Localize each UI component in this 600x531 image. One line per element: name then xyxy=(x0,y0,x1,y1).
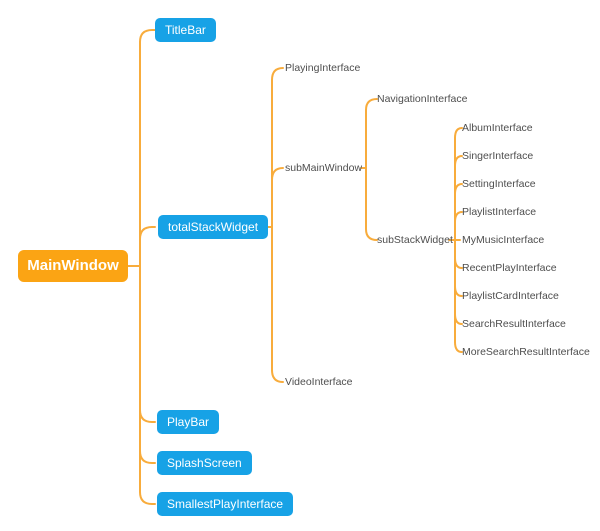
connector-playlistcardinterface xyxy=(454,285,463,297)
node-recentplayinterface[interactable]: RecentPlayInterface xyxy=(462,262,557,274)
connector-playlistinterface xyxy=(454,211,463,223)
connector-titlebar xyxy=(139,29,156,43)
node-videointerface[interactable]: VideoInterface xyxy=(285,376,353,388)
node-substackwidget[interactable]: subStackWidget xyxy=(377,234,453,246)
connector-substackwidget xyxy=(365,228,378,241)
connector-playbar xyxy=(139,409,156,423)
node-moresearchresultinterface[interactable]: MoreSearchResultInterface xyxy=(462,346,590,358)
connector-albuminterface xyxy=(454,127,463,139)
connector-playinginterface xyxy=(271,67,284,81)
node-mymusicinterface[interactable]: MyMusicInterface xyxy=(462,234,545,246)
node-albuminterface[interactable]: AlbumInterface xyxy=(462,122,533,134)
node-mainwindow[interactable]: MainWindow xyxy=(18,250,128,282)
node-playbar[interactable]: PlayBar xyxy=(157,410,220,434)
node-smallestplayinterface[interactable]: SmallestPlayInterface xyxy=(157,492,294,516)
node-playlistinterface[interactable]: PlaylistInterface xyxy=(462,206,537,218)
node-singerinterface[interactable]: SingerInterface xyxy=(462,150,534,162)
node-totalstackwidget[interactable]: totalStackWidget xyxy=(158,215,269,239)
node-playlistcardinterface[interactable]: PlaylistCardInterface xyxy=(462,290,559,302)
connector-videointerface xyxy=(271,369,284,383)
connector-settinginterface xyxy=(454,183,463,195)
node-searchresultinterface[interactable]: SearchResultInterface xyxy=(462,318,566,330)
connector-totalstackwidget xyxy=(139,226,156,240)
connector-submainwindow xyxy=(271,167,284,181)
node-navigationinterface[interactable]: NavigationInterface xyxy=(377,93,468,105)
connector-searchresultinterface xyxy=(454,313,463,325)
node-playinginterface[interactable]: PlayingInterface xyxy=(285,62,361,74)
connector-recentplayinterface xyxy=(454,257,463,269)
connector-navigationinterface xyxy=(365,98,378,111)
connector-smallestplayinterface xyxy=(139,491,156,505)
node-titlebar[interactable]: TitleBar xyxy=(155,18,216,42)
connector-splashscreen xyxy=(139,450,156,464)
node-splashscreen[interactable]: SplashScreen xyxy=(157,451,252,475)
node-submainwindow[interactable]: subMainWindow xyxy=(285,162,363,174)
connector-moresearchresultinterface xyxy=(454,341,463,353)
node-settinginterface[interactable]: SettingInterface xyxy=(462,178,536,190)
connector-singerinterface xyxy=(454,155,463,167)
